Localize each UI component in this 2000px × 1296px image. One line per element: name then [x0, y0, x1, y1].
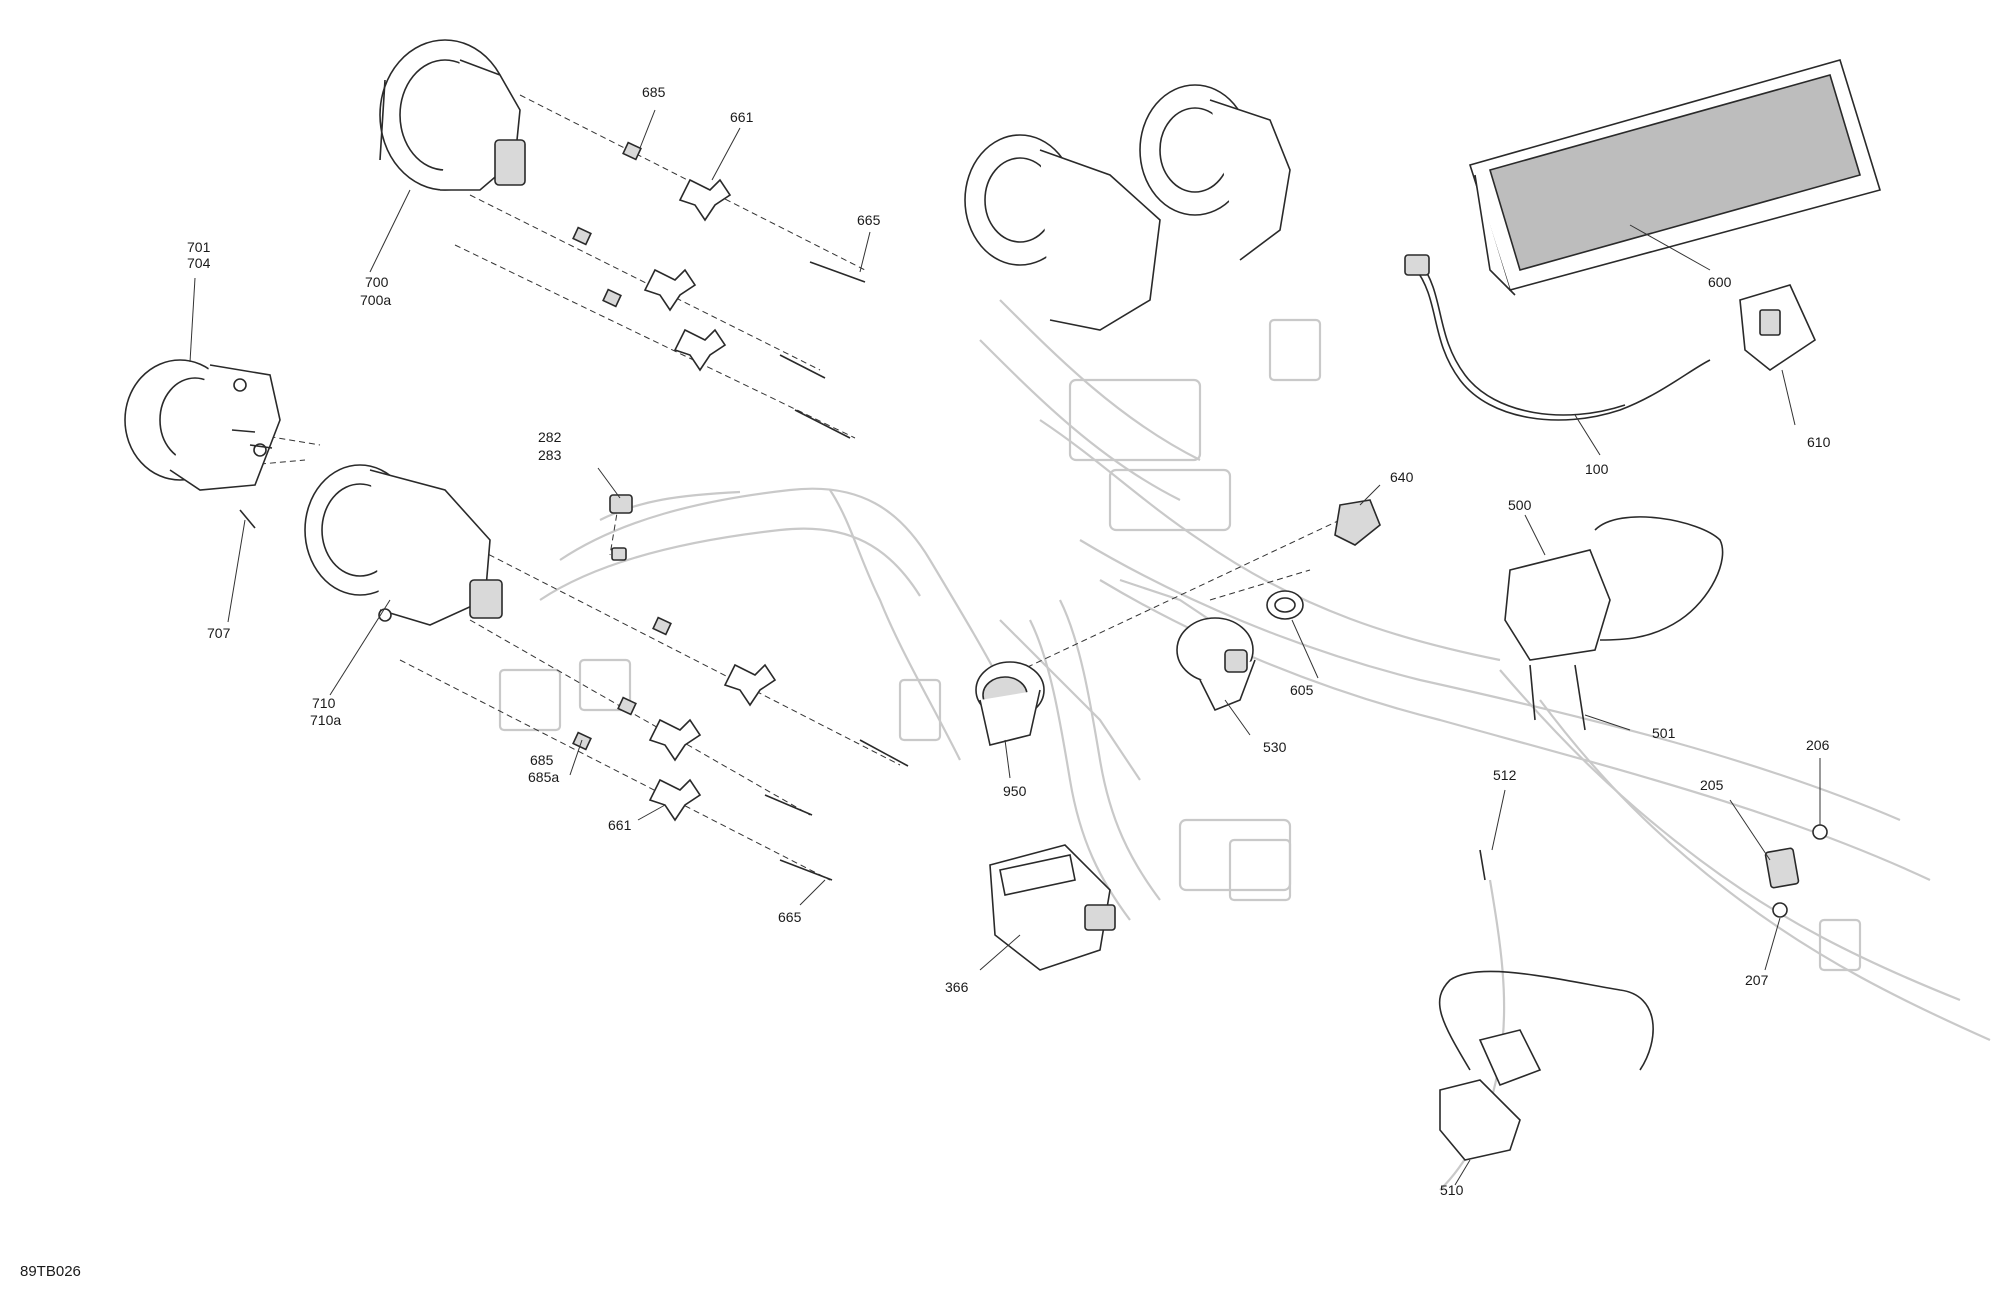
- callout-206: 206: [1806, 737, 1830, 753]
- callout-710: 710: [312, 695, 336, 711]
- callout-685-top: 685: [642, 84, 666, 100]
- module-366: [989, 844, 1116, 971]
- drawing-code: 89TB026: [20, 1263, 81, 1280]
- callout-512: 512: [1493, 767, 1517, 783]
- callout-501: 501: [1652, 725, 1676, 741]
- callout-100: 100: [1585, 461, 1609, 477]
- callout-704: 704: [187, 255, 211, 271]
- callout-205: 205: [1700, 777, 1724, 793]
- callout-661-bottom: 661: [608, 817, 632, 833]
- callout-600: 600: [1708, 274, 1732, 290]
- harness-100-switch-610: [1404, 254, 1817, 421]
- callout-530: 530: [1263, 739, 1287, 755]
- fasteners-top: [572, 141, 866, 439]
- callout-labels: 685 661 665 701 704 700 700a 707 282 283…: [187, 84, 1831, 1198]
- display-600: [1468, 59, 1882, 296]
- headlight-710: [304, 464, 503, 626]
- callout-207: 207: [1745, 972, 1769, 988]
- callout-282: 282: [538, 429, 562, 445]
- callout-605: 605: [1290, 682, 1314, 698]
- power-socket-950: [975, 661, 1045, 746]
- callout-366: 366: [945, 979, 969, 995]
- ghost-harness: [498, 299, 1991, 1191]
- callout-661-top: 661: [730, 109, 754, 125]
- headlight-ring-701: [124, 359, 281, 491]
- callout-500: 500: [1508, 497, 1532, 513]
- callout-700: 700: [365, 274, 389, 290]
- fasteners-bottom: [231, 429, 909, 881]
- callout-685-bottom: 685: [530, 752, 554, 768]
- callout-950: 950: [1003, 783, 1027, 799]
- callout-710a: 710a: [310, 712, 341, 728]
- parts-530-605-640: [1176, 499, 1381, 712]
- bracket-510: [1438, 849, 1654, 1161]
- callout-700a: 700a: [360, 292, 391, 308]
- callout-665-top: 665: [857, 212, 881, 228]
- headlight-700: [379, 39, 526, 191]
- leader-lines: [189, 109, 1821, 1186]
- callout-701: 701: [187, 239, 211, 255]
- headlight-cluster-center: [964, 84, 1291, 331]
- callout-685a: 685a: [528, 769, 559, 785]
- parts-205-206-207: [1764, 824, 1828, 918]
- callout-707: 707: [207, 625, 231, 641]
- switch-housing-500: [1504, 516, 1724, 731]
- callout-510: 510: [1440, 1182, 1464, 1198]
- callout-283: 283: [538, 447, 562, 463]
- callout-665-bottom: 665: [778, 909, 802, 925]
- callout-640: 640: [1390, 469, 1414, 485]
- callout-610: 610: [1807, 434, 1831, 450]
